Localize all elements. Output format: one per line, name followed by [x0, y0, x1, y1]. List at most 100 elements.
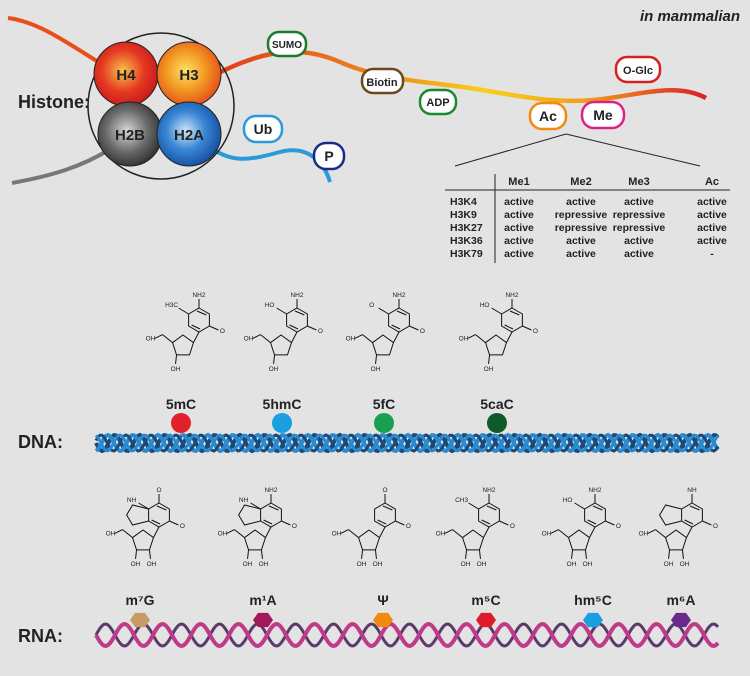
- rna-mark-label-5: m⁶A: [666, 592, 695, 608]
- atom-label: OH: [477, 561, 487, 568]
- rna-structure-2: [340, 494, 405, 559]
- atom-label: NH: [687, 487, 697, 494]
- atom-label: OH: [259, 561, 269, 568]
- atom-label: O: [713, 523, 718, 530]
- callout-line-left: [454, 133, 567, 167]
- table-cell: repressive: [613, 209, 666, 221]
- dna-mark-label-1: 5hmC: [263, 396, 302, 412]
- histone-core-h2a-label: H2A: [174, 127, 204, 144]
- rna-structure-4: [550, 494, 615, 559]
- histone-tail-h4: [7, 16, 110, 70]
- table-row-label: H3K79: [450, 248, 483, 260]
- rna-mark-label-1: m¹A: [249, 592, 276, 608]
- atom-label: NH: [127, 497, 137, 504]
- atom-label: O: [510, 523, 515, 530]
- table-row-label: H3K4: [450, 196, 477, 208]
- histone-core-h2b-label: H2B: [115, 127, 145, 144]
- rna-mark-hex-3: [476, 612, 496, 628]
- tag-biotin: Biotin: [360, 67, 405, 95]
- atom-label: O: [616, 523, 621, 530]
- atom-label: OH: [567, 561, 577, 568]
- atom-label: NH2: [505, 292, 518, 299]
- tag-me: Me: [580, 100, 626, 130]
- rna-mark-hex-2: [373, 612, 393, 628]
- svg-text:Ub: Ub: [254, 121, 273, 137]
- histone-tail-h2b: [11, 146, 114, 185]
- dna-mark-label-0: 5mC: [166, 396, 196, 412]
- tag-o-glc: O-Glc: [614, 55, 662, 84]
- atom-label: HO: [480, 302, 490, 309]
- callout-line-right: [565, 133, 701, 167]
- dna-structure-3: [467, 299, 532, 364]
- atom-label: OH: [332, 531, 342, 538]
- atom-label: H3C: [165, 302, 178, 309]
- atom-label: NH2: [290, 292, 303, 299]
- table-cell: repressive: [555, 209, 608, 221]
- rna-mark-hex-4: [583, 612, 603, 628]
- histone-label: Histone:: [18, 92, 90, 112]
- svg-text:P: P: [324, 148, 333, 164]
- dna-mark-dot-3: [487, 413, 507, 433]
- atom-label: O: [369, 302, 374, 309]
- atom-label: NH2: [392, 292, 405, 299]
- dna-helix: [94, 432, 720, 454]
- atom-label: O: [533, 328, 538, 335]
- table-row-label: H3K9: [450, 209, 477, 221]
- rna-structure-5: [647, 494, 712, 559]
- table-cell: -: [710, 248, 714, 260]
- atom-label: NH: [239, 497, 249, 504]
- atom-label: NH2: [482, 487, 495, 494]
- svg-text:Me: Me: [593, 107, 613, 123]
- table-row-label: H3K36: [450, 235, 483, 247]
- atom-label: NH2: [192, 292, 205, 299]
- tag-p: P: [312, 141, 346, 171]
- atom-label: HO: [563, 497, 573, 504]
- atom-label: O: [406, 523, 411, 530]
- dna-mark-dot-2: [374, 413, 394, 433]
- table-row-label: H3K27: [450, 222, 483, 234]
- dna-mark-dot-1: [272, 413, 292, 433]
- rna-mark-label-3: m⁵C: [471, 592, 500, 608]
- atom-label: OH: [680, 561, 690, 568]
- atom-label: O: [156, 487, 161, 494]
- atom-label: HO: [265, 302, 275, 309]
- rna-mark-hex-5: [671, 612, 691, 628]
- atom-label: OH: [243, 561, 253, 568]
- table-header-2: Me2: [570, 176, 591, 188]
- table-cell: repressive: [613, 222, 666, 234]
- atom-label: OH: [542, 531, 552, 538]
- rna-strand: [94, 621, 720, 649]
- histone-core-h4: H4: [93, 41, 159, 107]
- atom-label: OH: [373, 561, 383, 568]
- rna-structure-3: [444, 494, 509, 559]
- atom-label: OH: [357, 561, 367, 568]
- header-note: in mammalian: [640, 8, 740, 25]
- dna-label: DNA:: [18, 432, 63, 452]
- histone-core-h4-label: H4: [116, 67, 136, 84]
- table-cell: active: [504, 209, 534, 221]
- atom-label: NH2: [264, 487, 277, 494]
- rna-mark-hex-0: [130, 612, 150, 628]
- histone-core-h2a: H2A: [156, 101, 222, 167]
- dna-structure-1: [252, 299, 317, 364]
- svg-text:O-Glc: O-Glc: [623, 65, 653, 77]
- atom-label: NH2: [588, 487, 601, 494]
- rna-mark-label-0: m⁷G: [125, 592, 154, 608]
- table-cell: repressive: [555, 222, 608, 234]
- table-cell: active: [504, 196, 534, 208]
- table-header-1: Me1: [508, 176, 529, 188]
- tag-ac: Ac: [528, 101, 568, 131]
- atom-label: O: [180, 523, 185, 530]
- table-header-3: Me3: [628, 176, 649, 188]
- svg-text:ADP: ADP: [426, 97, 449, 109]
- svg-text:Biotin: Biotin: [366, 77, 397, 89]
- rna-structure-1: [226, 494, 291, 559]
- table-cell: active: [697, 196, 727, 208]
- histone-core-h3: H3: [156, 41, 222, 107]
- atom-label: O: [292, 523, 297, 530]
- atom-label: OH: [131, 561, 141, 568]
- atom-label: OH: [639, 531, 649, 538]
- atom-label: OH: [171, 366, 181, 373]
- histone-core-h3-label: H3: [179, 67, 198, 84]
